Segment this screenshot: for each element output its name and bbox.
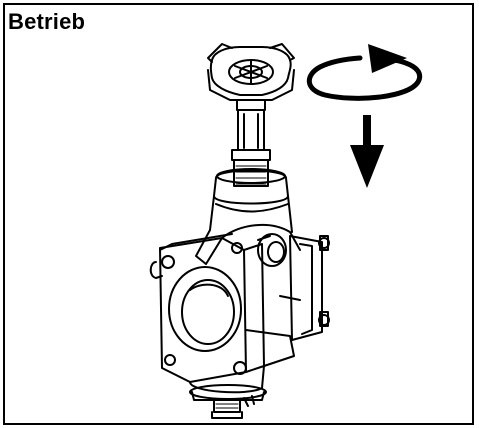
down-arrow-icon (350, 115, 384, 188)
valve-stem (231, 109, 271, 187)
valve-bonnet (209, 168, 293, 233)
valve-body-icon (149, 223, 330, 419)
rotation-arrow-icon (306, 44, 423, 101)
page-title: Betrieb (8, 9, 86, 34)
valve-handwheel-icon (207, 43, 295, 111)
figure-frame (3, 3, 474, 425)
